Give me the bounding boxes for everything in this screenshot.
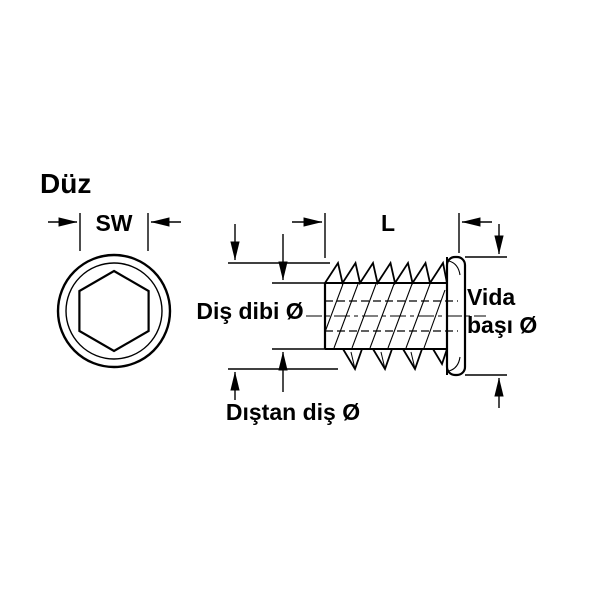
hex-socket xyxy=(78,269,150,353)
outer-circle xyxy=(56,253,172,369)
head-label-line1: Vida xyxy=(467,284,515,310)
bottom-thread-teeth xyxy=(342,348,448,372)
front-view-hex-socket xyxy=(56,253,172,369)
side-view-threaded-insert xyxy=(306,255,486,377)
sw-dimension xyxy=(48,213,181,251)
l-dimension xyxy=(292,213,492,258)
drawing-title: Düz xyxy=(40,168,91,199)
inner-circle xyxy=(65,262,163,360)
head-label-line2: başı Ø xyxy=(467,312,537,338)
thread-root-label: Diş dibi Ø xyxy=(196,298,303,324)
l-label: L xyxy=(381,210,395,236)
sw-label: SW xyxy=(95,210,132,236)
left-dimensions xyxy=(228,224,338,400)
external-thread-label: Dıştan diş Ø xyxy=(226,399,360,425)
top-thread-crests xyxy=(324,260,448,286)
head-dimension xyxy=(465,224,507,408)
